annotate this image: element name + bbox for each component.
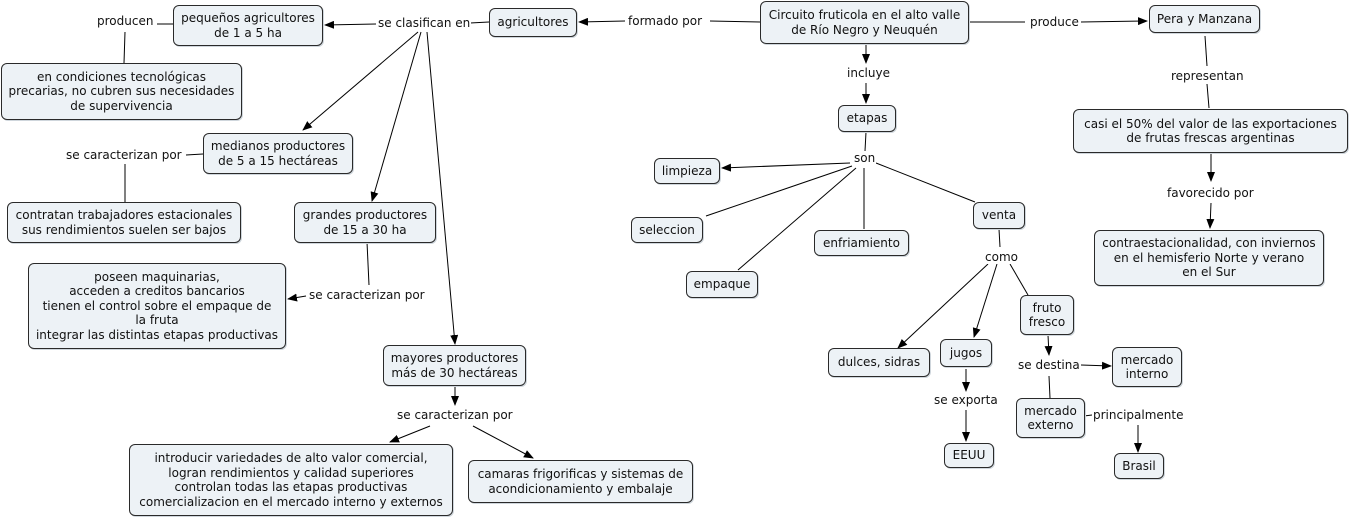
node-contraestacionalidad: contraestacionalidad, con inviernos en e…: [1094, 230, 1324, 286]
arrow-caracterizan-grandes-desc: [287, 293, 307, 302]
node-seleccion: seleccion: [631, 217, 703, 243]
node-fruto-fresco: fruto fresco: [1020, 295, 1074, 335]
arrow-clasifican-grandes: [370, 31, 422, 202]
arrow-caracterizan-desc1: [389, 425, 431, 443]
node-brasil: Brasil: [1114, 453, 1164, 479]
link-son: son: [853, 151, 877, 165]
line-son-seleccion: [705, 165, 853, 217]
arrow-favorecido-contra: [1206, 202, 1215, 229]
link-se-caracterizan-grandes: se caracterizan por: [308, 288, 426, 302]
arrow-produce-pera: [1080, 17, 1148, 26]
line-grandes-caracterizan: [366, 241, 370, 286]
link-se-clasifican-en: se clasifican en: [377, 16, 472, 30]
line-son-empaque: [737, 167, 857, 271]
node-enfriamiento: enfriamiento: [814, 230, 909, 256]
arrow-como-jugos: [972, 263, 998, 338]
node-empaque: empaque: [686, 271, 758, 298]
node-pequenos-descripcion: en condiciones tecnológicas precarias, n…: [1, 63, 242, 120]
arrow-caracterizan-desc2: [472, 425, 534, 459]
node-mayores-productores: mayores productores más de 30 hectáreas: [383, 345, 526, 386]
arrow-fruto-destina: [1044, 334, 1053, 356]
arrow-son-limpieza: [721, 162, 851, 172]
link-se-caracterizan-medianos: se caracterizan por: [65, 148, 183, 162]
link-formado-por: formado por: [627, 14, 703, 28]
link-como: como: [984, 250, 1019, 264]
node-mayores-descripcion-2: camaras frigorificas y sistemas de acond…: [468, 460, 693, 503]
node-limpieza: limpieza: [654, 158, 720, 184]
line-agricultores-clasifican: [469, 21, 490, 24]
node-grandes-productores: grandes productores de 15 a 30 ha: [294, 202, 436, 243]
line-representan-exportaciones: [1206, 83, 1210, 109]
node-grandes-descripcion: poseen maquinarias, acceden a creditos b…: [28, 263, 286, 349]
node-etapas: etapas: [838, 105, 896, 132]
line-medianos-caracterizan: [185, 153, 204, 156]
line-circuito-formado: [709, 20, 761, 23]
link-se-caracterizan-mayores: se caracterizan por: [396, 408, 514, 422]
line-como-fruto: [1009, 263, 1029, 296]
node-circuito: Circuito fruticola en el alto valle de R…: [760, 1, 969, 44]
arrow-destina-interno: [1080, 361, 1112, 370]
line-pera-representan: [1204, 35, 1208, 67]
arrow-clasifican-medianos: [302, 31, 419, 131]
line-destina-externo: [1048, 375, 1051, 399]
link-produce: produce: [1029, 15, 1080, 29]
link-incluye: incluye: [846, 66, 891, 80]
link-se-destina: se destina: [1017, 358, 1081, 372]
arrow-clasifican-pequenos: [324, 20, 377, 29]
node-agricultores: agricultores: [489, 8, 577, 37]
node-eeuu: EEUU: [944, 443, 994, 468]
link-favorecido-por: favorecido por: [1166, 186, 1255, 200]
line-externo-principalmente: [1083, 414, 1093, 417]
line-etapas-son: [864, 131, 867, 152]
node-jugos: jugos: [940, 339, 992, 367]
arrow-clasifican-mayores: [426, 31, 459, 345]
link-producen: producen: [96, 14, 155, 28]
node-medianos-productores: medianos productores de 5 a 15 hectáreas: [203, 133, 353, 174]
node-pera-manzana: Pera y Manzana: [1149, 5, 1260, 33]
node-medianos-descripcion: contratan trabajadores estacionales sus …: [7, 202, 241, 243]
node-pequenos-agricultores: pequeños agricultores de 1 a 5 ha: [173, 5, 323, 46]
line-venta-como: [998, 228, 1001, 248]
link-principalmente: principalmente: [1092, 408, 1185, 422]
node-mayores-descripcion-1: introducir variedades de alto valor come…: [129, 444, 453, 516]
line-producen-desc: [123, 31, 126, 64]
node-venta: venta: [973, 202, 1025, 229]
node-dulces-sidras: dulces, sidras: [828, 348, 930, 377]
arrow-como-dulces: [897, 263, 989, 349]
line-son-venta: [875, 162, 976, 203]
arrow-formado-agricultores: [578, 17, 626, 26]
node-exportaciones: casi el 50% del valor de las exportacion…: [1073, 109, 1348, 153]
node-mercado-interno: mercado interno: [1112, 347, 1182, 387]
node-mercado-externo: mercado externo: [1016, 398, 1085, 438]
link-representan: representan: [1170, 69, 1245, 83]
link-se-exporta: se exporta: [933, 393, 999, 407]
